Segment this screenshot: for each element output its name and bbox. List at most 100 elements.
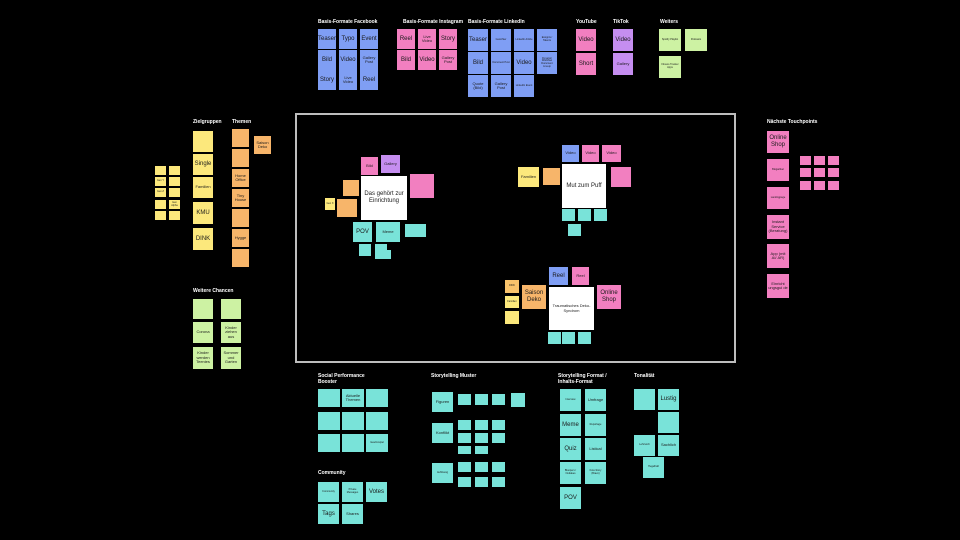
sticky-note[interactable] (492, 394, 505, 405)
sticky-note-bloopers-outtakes[interactable]: Bloopers / Outtakes (560, 462, 581, 484)
sticky-note[interactable] (359, 244, 371, 256)
sticky-note-video[interactable]: Video (562, 145, 579, 162)
sticky-note-dink[interactable]: DINK (505, 280, 519, 293)
sticky-note-umfrage[interactable]: Umfrage (585, 389, 606, 411)
sticky-note[interactable] (578, 332, 591, 344)
sticky-note-quiz[interactable]: Quiz (560, 438, 581, 460)
sticky-note[interactable] (594, 209, 607, 221)
sticky-note-shares[interactable]: Shares (342, 504, 363, 524)
sticky-note-meme[interactable]: Meme (560, 414, 581, 436)
sticky-note[interactable] (492, 433, 505, 443)
sticky-note-online-shop[interactable]: Online Shop (767, 131, 789, 153)
sticky-note[interactable] (318, 389, 340, 407)
sticky-note-teaser[interactable]: Teaser (318, 29, 336, 49)
sticky-note-kinder-werden-teenies[interactable]: Kinder werden Teenies (193, 347, 213, 369)
sticky-note[interactable] (511, 393, 525, 407)
sticky-note-reel[interactable]: Reel (397, 29, 415, 49)
sticky-note[interactable] (828, 156, 839, 165)
sticky-note[interactable] (800, 168, 811, 177)
sticky-note-dink[interactable]: DINK (193, 228, 213, 250)
sticky-note-das-gehört-zur-einrichtung[interactable]: Das gehört zur Einrichtung (361, 176, 407, 220)
sticky-note-podcasts[interactable]: Podcasts (685, 29, 707, 51)
sticky-note[interactable] (505, 311, 519, 324)
sticky-note-video[interactable]: Video (613, 29, 633, 51)
sticky-note-blogartikel[interactable]: Blogartikel (767, 159, 789, 181)
sticky-note[interactable] (366, 412, 388, 430)
sticky-note[interactable] (342, 434, 364, 452)
sticky-note-dynamic-workflow-document-lineup[interactable]: Dynamic Workflow Document Lineup (537, 52, 557, 74)
sticky-note[interactable] (169, 188, 180, 197)
sticky-note-gen-x[interactable]: Gen X (325, 198, 335, 210)
sticky-note-familien[interactable]: Familien (505, 296, 519, 308)
sticky-note[interactable] (562, 332, 575, 344)
sticky-note-pov[interactable]: POV (353, 222, 372, 242)
sticky-note[interactable] (342, 412, 364, 430)
sticky-note-home-office[interactable]: Home Office (232, 169, 249, 187)
sticky-note[interactable] (193, 131, 213, 152)
sticky-note-gallery-post[interactable]: Gallery Post (439, 50, 457, 70)
sticky-note[interactable] (232, 149, 249, 167)
sticky-note-short[interactable]: Short (576, 53, 596, 75)
sticky-note[interactable] (318, 412, 340, 430)
sticky-note-event[interactable]: Event (360, 29, 378, 49)
sticky-note[interactable] (458, 477, 471, 487)
sticky-note[interactable] (405, 224, 426, 237)
sticky-note[interactable] (548, 332, 561, 344)
sticky-note-instant-service-beratung[interactable]: Instant Service (Beratung) (767, 215, 789, 239)
sticky-note-video[interactable]: Video (582, 145, 599, 162)
sticky-note-hegelhaft[interactable]: Hegelhaft (643, 457, 664, 478)
sticky-note-foto-story-bravo[interactable]: Foto-Story (Bravo) (585, 462, 606, 484)
sticky-note[interactable] (634, 389, 655, 410)
sticky-note-bild[interactable]: Bild (397, 50, 415, 70)
sticky-note[interactable] (543, 168, 560, 185)
sticky-note-gallery-post[interactable]: Gallery Post (491, 75, 511, 97)
sticky-note-bild[interactable]: Bild (468, 52, 488, 74)
sticky-note[interactable] (343, 180, 359, 196)
sticky-note[interactable] (562, 209, 575, 221)
sticky-note-quote-bild[interactable]: Quote (Bild) (468, 75, 488, 97)
sticky-note-sommer-und-garten[interactable]: Sommer und Garten (221, 347, 241, 369)
sticky-note-einricht-ungsgui-de[interactable]: Einricht ungsgui de (767, 274, 789, 298)
sticky-note-linkedin-event[interactable]: LinkedIn Event (514, 75, 534, 97)
sticky-note-tags[interactable]: Tags (318, 504, 339, 524)
sticky-note-linkedin-article[interactable]: LinkedIn Article (514, 29, 534, 51)
sticky-note[interactable] (410, 174, 434, 198)
sticky-note-hygge[interactable]: Hygge (232, 229, 249, 247)
sticky-note-bild[interactable]: Bild (318, 50, 336, 70)
sticky-note[interactable] (475, 394, 488, 405)
sticky-note[interactable] (475, 446, 488, 454)
sticky-note-corona[interactable]: Corona (193, 322, 213, 343)
sticky-note-tiny-house[interactable]: Tiny House (232, 189, 249, 207)
sticky-note-ereignis-talents[interactable]: Ereignis / Talents (537, 29, 557, 51)
sticky-note[interactable] (800, 181, 811, 190)
sticky-note-aktuelle-themen[interactable]: Aktuelle Themen (342, 389, 364, 407)
sticky-note[interactable] (458, 420, 471, 430)
sticky-note[interactable] (828, 181, 839, 190)
sticky-note-app-mit-ai-ar[interactable]: App (mit AI/ AR) (767, 244, 789, 268)
sticky-note-video[interactable]: Video (514, 52, 534, 74)
sticky-note-reel[interactable]: Reel (360, 70, 378, 90)
sticky-note[interactable] (458, 446, 471, 454)
sticky-note[interactable] (169, 211, 180, 220)
sticky-note[interactable] (814, 181, 825, 190)
sticky-note-document-post[interactable]: Document Post (491, 52, 511, 74)
sticky-note-kmu[interactable]: KMU (193, 202, 213, 224)
sticky-note-kinder-ziehen-aus[interactable]: Kinder ziehen aus (221, 322, 241, 343)
sticky-note-gen-z[interactable]: Gen Z (155, 188, 166, 197)
sticky-note[interactable] (458, 394, 471, 405)
sticky-note-reel[interactable]: Reel (549, 267, 568, 285)
sticky-note[interactable] (828, 168, 839, 177)
sticky-note[interactable] (221, 299, 241, 319)
sticky-note-reportage[interactable]: Reportage (585, 414, 606, 436)
sticky-note-familien[interactable]: Familien (518, 167, 539, 187)
sticky-note-landingpage[interactable]: Landingpage (767, 187, 789, 209)
sticky-note-video[interactable]: Video (576, 29, 596, 51)
sticky-note-gewinnspiel[interactable]: Gewinnspiel (366, 434, 388, 452)
sticky-note-video[interactable]: Video (602, 145, 621, 162)
sticky-note[interactable] (492, 420, 505, 430)
sticky-note-teaser[interactable]: Teaser (468, 29, 488, 51)
sticky-note[interactable] (658, 412, 679, 433)
sticky-note[interactable] (475, 420, 488, 430)
sticky-note[interactable] (193, 299, 213, 319)
sticky-note-meme[interactable]: Meme (376, 222, 400, 242)
